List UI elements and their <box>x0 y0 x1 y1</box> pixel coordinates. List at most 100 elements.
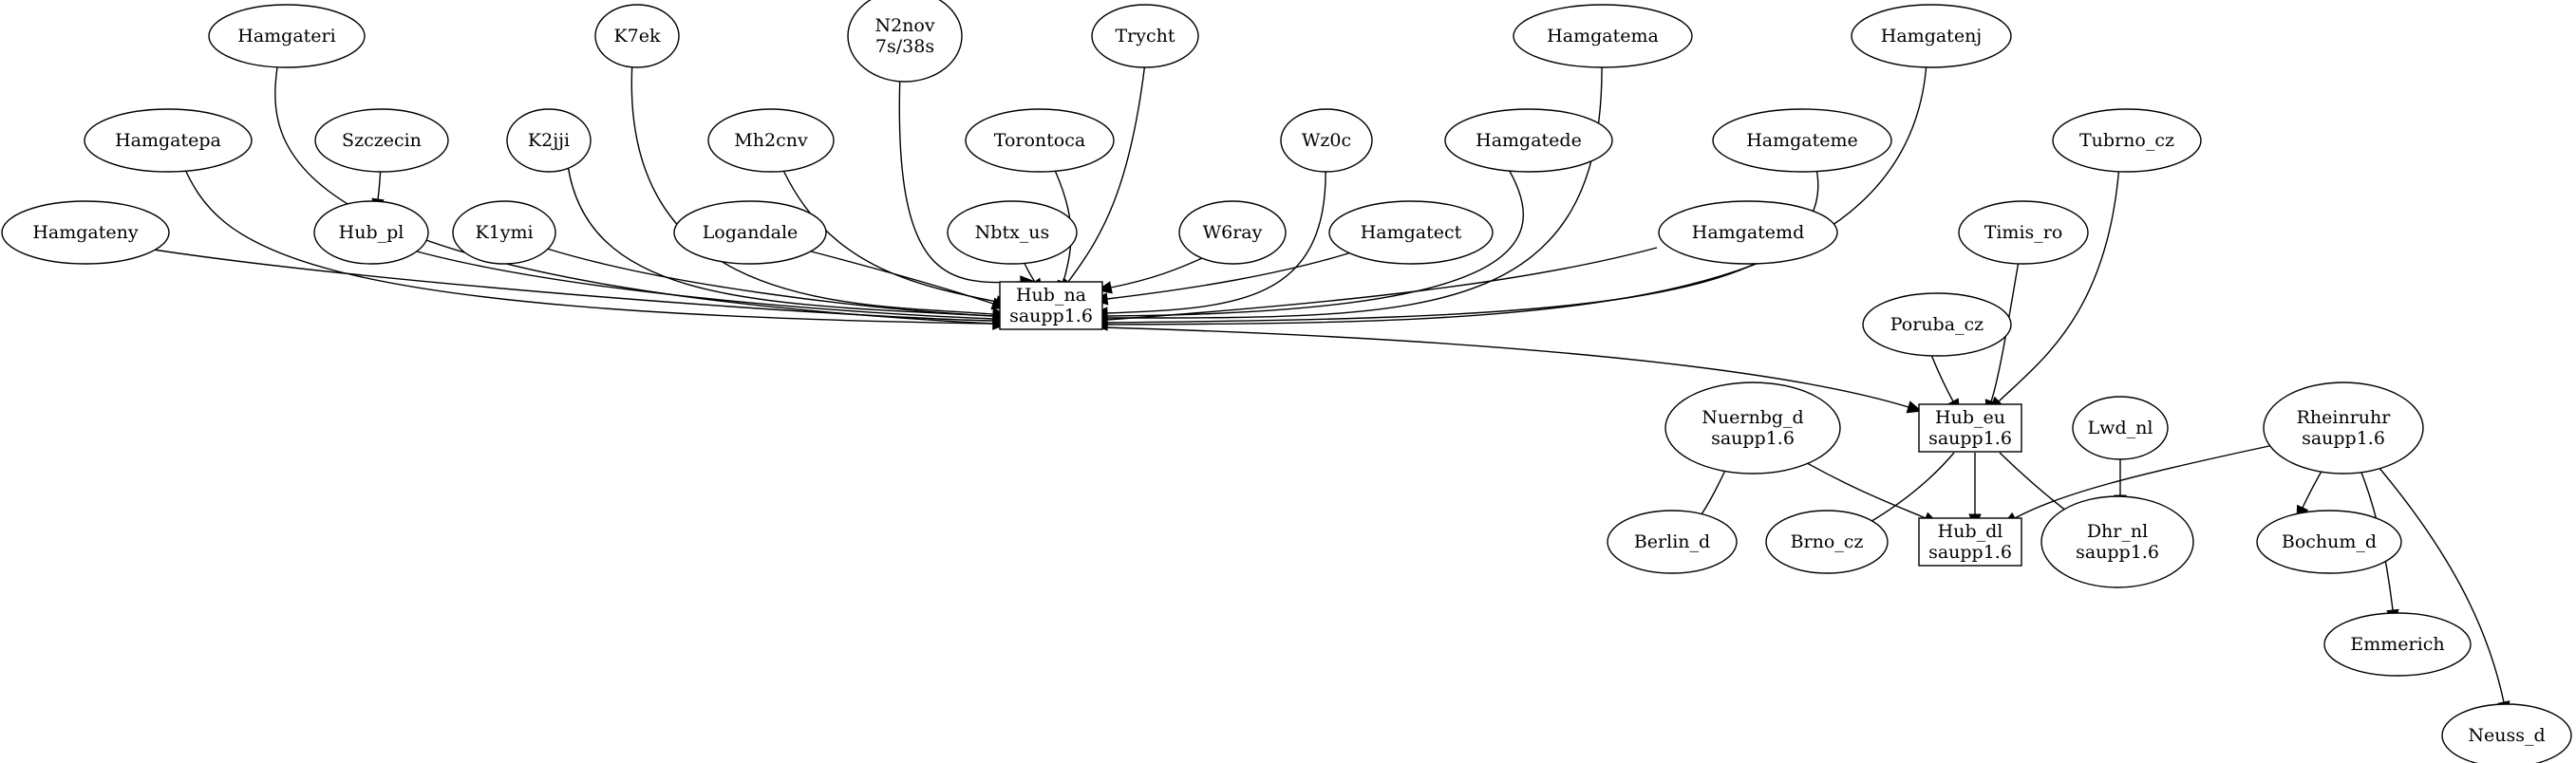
node-lwd-nl[interactable]: Lwd_nl <box>2072 396 2169 460</box>
node-ellipse <box>1958 200 2089 265</box>
node-label: Nuernbg_d <box>1702 407 1803 428</box>
node-label: Hamgateny <box>32 222 139 243</box>
node-k2jji[interactable]: K2jji <box>506 108 592 173</box>
node-hamgatema[interactable]: Hamgatema <box>1513 4 1693 68</box>
node-ellipse <box>1851 4 2012 68</box>
edge-line <box>274 60 994 325</box>
node-label: Hamgatemd <box>1692 222 1804 243</box>
edge-line <box>1106 247 1658 321</box>
edge-line <box>799 248 994 305</box>
node-label: Hamgatema <box>1547 26 1659 47</box>
node-hamgatect[interactable]: Hamgatect <box>1328 200 1494 265</box>
node-ellipse <box>673 200 827 265</box>
node-label: Trycht <box>1115 26 1175 47</box>
node-ellipse <box>1178 200 1287 265</box>
node-hamgatepa[interactable]: Hamgatepa <box>84 108 253 173</box>
node-box <box>999 281 1103 330</box>
node-ellipse <box>707 108 835 173</box>
node-emmerich[interactable]: Emmerich <box>2323 612 2472 677</box>
node-hamgateny[interactable]: Hamgateny <box>1 200 170 265</box>
edge-line <box>567 164 994 317</box>
node-ellipse <box>1513 4 1693 68</box>
edge-line <box>1101 326 1909 408</box>
node-label: saupp1.6 <box>2076 542 2159 563</box>
node-torontoca[interactable]: Torontoca <box>965 108 1115 173</box>
node-ellipse <box>2040 495 2194 588</box>
node-label: Nbtx_us <box>975 222 1050 243</box>
node-hamgateri[interactable]: Hamgateri <box>208 4 366 68</box>
node-label: K2jji <box>528 130 570 151</box>
node-label: Hub_eu <box>1935 407 2005 428</box>
node-berlin-d[interactable]: Berlin_d <box>1607 510 1738 574</box>
node-w6ray[interactable]: W6ray <box>1178 200 1287 265</box>
node-k7ek[interactable]: K7ek <box>594 4 680 68</box>
node-k1ymi[interactable]: K1ymi <box>452 200 556 265</box>
node-timis-ro[interactable]: Timis_ro <box>1958 200 2089 265</box>
node-label: Hamgateme <box>1746 130 1858 151</box>
node-ellipse <box>2052 108 2202 173</box>
edge-hamgatepa-to-hub-na <box>181 162 1008 330</box>
node-hub-pl[interactable]: Hub_pl <box>313 200 429 265</box>
node-label: saupp1.6 <box>1711 428 1795 449</box>
node-hamgatemd[interactable]: Hamgatemd <box>1658 200 1838 265</box>
node-hamgatede[interactable]: Hamgatede <box>1444 108 1613 173</box>
edge-trycht-to-hub-na <box>1059 62 1146 294</box>
node-logandale[interactable]: Logandale <box>673 200 827 265</box>
node-nbtx-us[interactable]: Nbtx_us <box>947 200 1078 265</box>
edge-hub-na-to-hub-eu <box>1101 326 1923 414</box>
node-label: Torontoca <box>994 130 1085 151</box>
node-mh2cnv[interactable]: Mh2cnv <box>707 108 835 173</box>
node-wz0c[interactable]: Wz0c <box>1280 108 1373 173</box>
node-szczecin[interactable]: Szczecin <box>314 108 449 173</box>
node-label: Szczecin <box>342 130 422 151</box>
node-ellipse <box>1091 4 1199 68</box>
edge-line <box>898 71 1022 284</box>
node-label: Hamgatenj <box>1881 26 1982 47</box>
node-ellipse <box>1664 382 1841 475</box>
edge-line <box>630 60 994 315</box>
node-ellipse <box>2441 703 2572 763</box>
arrowhead-icon <box>1906 400 1923 414</box>
node-hamgatenj[interactable]: Hamgatenj <box>1851 4 2012 68</box>
node-label: Timis_ro <box>1984 222 2063 243</box>
node-ellipse <box>2323 612 2472 677</box>
node-label: Neuss_d <box>2468 725 2545 746</box>
node-ellipse <box>452 200 556 265</box>
edge-hamgatema-to-hub-na <box>1092 62 1603 325</box>
node-bochum-d[interactable]: Bochum_d <box>2256 510 2402 574</box>
node-hamgateme[interactable]: Hamgateme <box>1712 108 1892 173</box>
node-label: Hamgatect <box>1361 222 1462 243</box>
node-poruba-cz[interactable]: Poruba_cz <box>1862 292 2012 357</box>
node-label: K1ymi <box>475 222 533 243</box>
edge-line <box>1990 254 2021 402</box>
edge-line <box>1106 248 1364 300</box>
node-tubrno-cz[interactable]: Tubrno_cz <box>2052 108 2202 173</box>
edge-line <box>1067 62 1146 283</box>
node-ellipse <box>313 200 429 265</box>
edge-hamgateri-to-hub-na <box>274 60 1008 330</box>
node-label: Emmerich <box>2350 634 2444 655</box>
node-ellipse <box>594 4 680 68</box>
node-label: Hub_pl <box>339 222 404 243</box>
node-ellipse <box>2263 382 2424 475</box>
node-ellipse <box>314 108 449 173</box>
node-trycht[interactable]: Trycht <box>1091 4 1199 68</box>
node-neuss-d[interactable]: Neuss_d <box>2441 703 2572 763</box>
edge-line <box>2014 445 2270 519</box>
node-label: Hub_dl <box>1938 521 2003 542</box>
node-label: saupp1.6 <box>1928 428 2012 449</box>
edge-line <box>2372 459 2505 703</box>
node-brno-cz[interactable]: Brno_cz <box>1765 510 1889 574</box>
edge-line <box>780 163 998 303</box>
node-label: N2nov <box>874 15 934 36</box>
node-label: Berlin_d <box>1634 531 1710 552</box>
node-label: Tubrno_cz <box>2079 130 2174 151</box>
